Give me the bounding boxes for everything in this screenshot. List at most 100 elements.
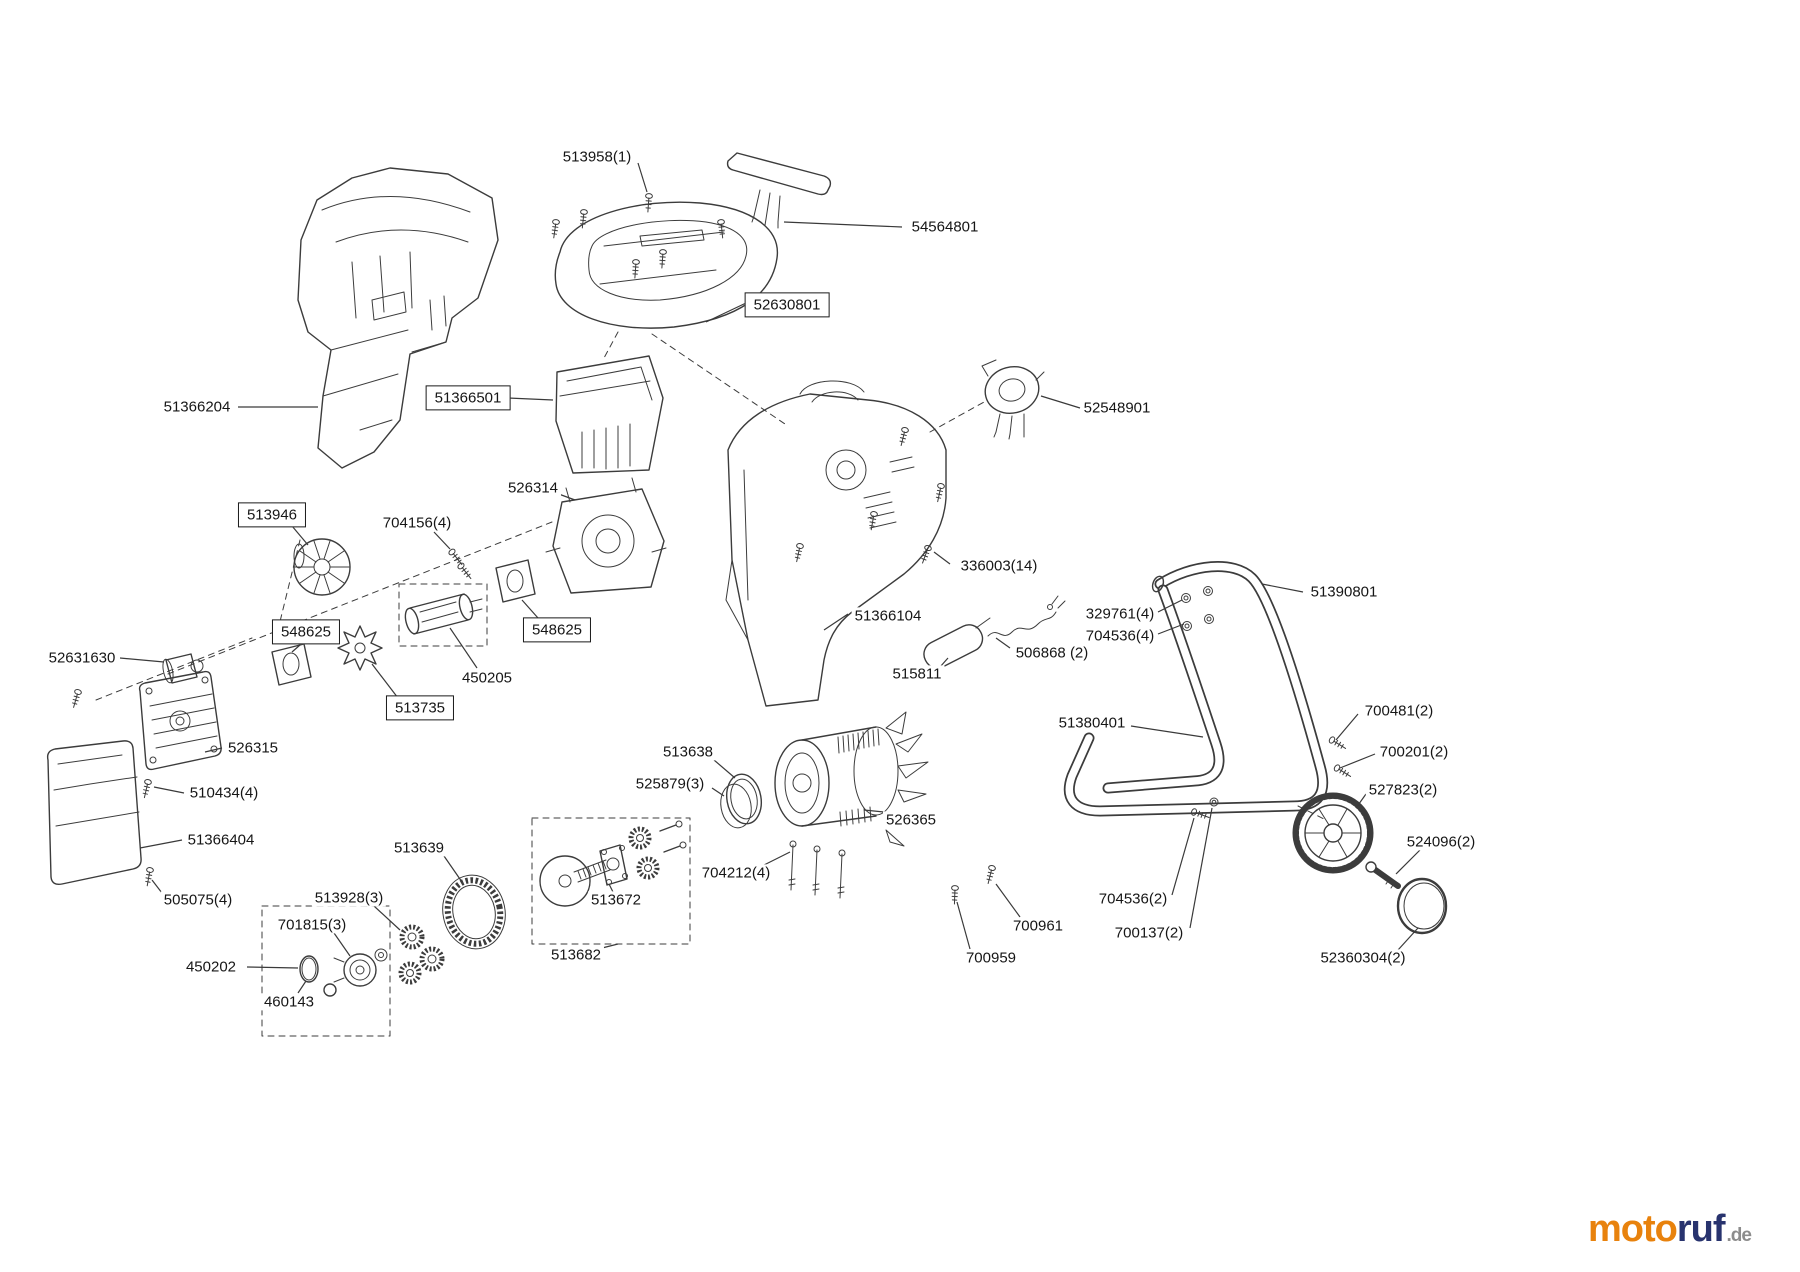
- part-label-513946: 513946: [237, 502, 307, 528]
- part-label-526315: 526315: [224, 739, 282, 757]
- part-label-513639: 513639: [390, 839, 448, 857]
- leader-line-526365: [863, 809, 885, 813]
- bearing-plate-drawing: [545, 477, 667, 594]
- part-label-51380401: 51380401: [1055, 714, 1129, 732]
- leader-line-513639: [443, 855, 463, 883]
- bearing-ring-drawing: [720, 773, 762, 829]
- assembly-boundary-left: [261, 905, 391, 1037]
- part-label-548625: 548625: [271, 619, 341, 645]
- part-label-513672: 513672: [587, 891, 645, 909]
- part-label-52631630: 52631630: [45, 649, 119, 667]
- part-label-7045362: 704536(2): [1095, 890, 1171, 908]
- leader-line-51390801: [1261, 583, 1304, 593]
- part-label-5240962: 524096(2): [1403, 833, 1479, 851]
- leader-line-526315: [204, 747, 223, 753]
- part-label-5258793: 525879(3): [632, 775, 708, 793]
- leader-line-52630801: [705, 302, 747, 323]
- leader-line-7018153: [333, 932, 351, 957]
- cover-plate-drawing: [138, 670, 222, 771]
- part-label-450205: 450205: [458, 669, 516, 687]
- part-label-523603042: 52360304(2): [1317, 949, 1409, 967]
- part-label-700961: 700961: [1009, 917, 1067, 935]
- part-label-5139283: 513928(3): [311, 889, 387, 907]
- leader-line-450202: [246, 966, 299, 969]
- leader-line-5068682: [995, 637, 1011, 649]
- planet-gears-drawing: [398, 924, 445, 985]
- part-label-33600314: 336003(14): [957, 557, 1041, 575]
- leader-line-7002012: [1339, 753, 1376, 769]
- assembly-boundary-center: [531, 817, 691, 945]
- part-label-7045364: 704536(4): [1082, 627, 1158, 645]
- part-label-700959: 700959: [962, 949, 1020, 967]
- retainer-ring-drawing: [323, 983, 337, 997]
- leader-line-54564801: [783, 221, 903, 228]
- part-label-52548901: 52548901: [1080, 399, 1154, 417]
- part-label-515811: 515811: [889, 665, 945, 683]
- leader-line-7001372: [1189, 807, 1213, 929]
- leader-line-5258793: [711, 787, 725, 797]
- leader-line-513672: [608, 883, 614, 893]
- upper-housing-drawing: [297, 167, 499, 469]
- o-ring-drawing: [299, 955, 319, 983]
- leader-line-5139581: [637, 162, 648, 193]
- leader-line-523603042: [1397, 927, 1419, 951]
- frame-drawing: [1063, 561, 1329, 817]
- part-label-513682: 513682: [547, 946, 605, 964]
- leader-line-7004812: [1335, 713, 1359, 741]
- leader-line-548625: [291, 644, 301, 653]
- part-label-450202: 450202: [182, 958, 240, 976]
- leader-line-7045364: [1157, 623, 1185, 635]
- leader-line-51366104: [823, 613, 849, 631]
- part-label-51366404: 51366404: [184, 831, 258, 849]
- leader-line-51366404: [139, 839, 183, 849]
- impeller-drawing: [337, 625, 383, 671]
- part-label-52630801: 52630801: [744, 292, 830, 318]
- leader-line-513682: [601, 943, 619, 949]
- cable-drawing: [987, 595, 1066, 637]
- part-label-7004812: 700481(2): [1361, 702, 1437, 720]
- washer-drawing: [1209, 797, 1219, 807]
- pins-drawing: [659, 820, 687, 853]
- leader-line-7045362: [1171, 817, 1195, 896]
- logo-part1: moto: [1588, 1208, 1678, 1250]
- leader-line-5050754: [151, 879, 163, 894]
- part-label-7018153: 701815(3): [274, 916, 350, 934]
- leader-line-5139283: [373, 905, 401, 931]
- part-label-7001372: 700137(2): [1111, 924, 1187, 942]
- leader-line-700961: [995, 883, 1021, 918]
- leader-line-51366501: [507, 397, 554, 401]
- fan-wheel-drawing: [293, 538, 351, 596]
- front-panel-drawing: [46, 740, 142, 886]
- power-socket-drawing: [981, 359, 1045, 440]
- part-label-7042124: 704212(4): [698, 864, 774, 882]
- part-label-5050754: 505075(4): [160, 891, 236, 909]
- leader-line-548625: [521, 599, 539, 619]
- part-label-460143: 460143: [260, 993, 318, 1011]
- leader-line-513735: [371, 663, 399, 699]
- leader-line-33600314: [933, 551, 951, 565]
- seal-plate-right-drawing: [495, 559, 536, 603]
- part-label-526314: 526314: [504, 479, 562, 497]
- part-label-54564801: 54564801: [908, 218, 982, 236]
- part-label-5104344: 510434(4): [186, 784, 262, 802]
- part-label-548625: 548625: [522, 617, 592, 643]
- part-label-5068682: 506868 (2): [1012, 644, 1092, 662]
- leader-line-7042124: [761, 851, 791, 867]
- part-label-51366104: 51366104: [851, 607, 925, 625]
- leader-line-700959: [956, 901, 971, 950]
- leader-line-513946: [291, 525, 309, 546]
- leader-line-52631630: [119, 657, 165, 663]
- roller-drawing: [398, 583, 488, 647]
- gear-ring-drawing: [442, 874, 506, 950]
- leader-line-3297614: [1157, 599, 1183, 613]
- logo-part2: ruf: [1676, 1208, 1726, 1250]
- leader-line-5104344: [153, 786, 185, 794]
- leader-line-460143: [297, 980, 307, 994]
- leader-line-450205: [449, 627, 478, 669]
- part-label-7002012: 700201(2): [1376, 743, 1452, 761]
- funnel-drawing: [555, 355, 664, 474]
- capacitor-drawing: [923, 617, 991, 669]
- motoruf-logo[interactable]: motoruf.de: [1588, 1208, 1752, 1250]
